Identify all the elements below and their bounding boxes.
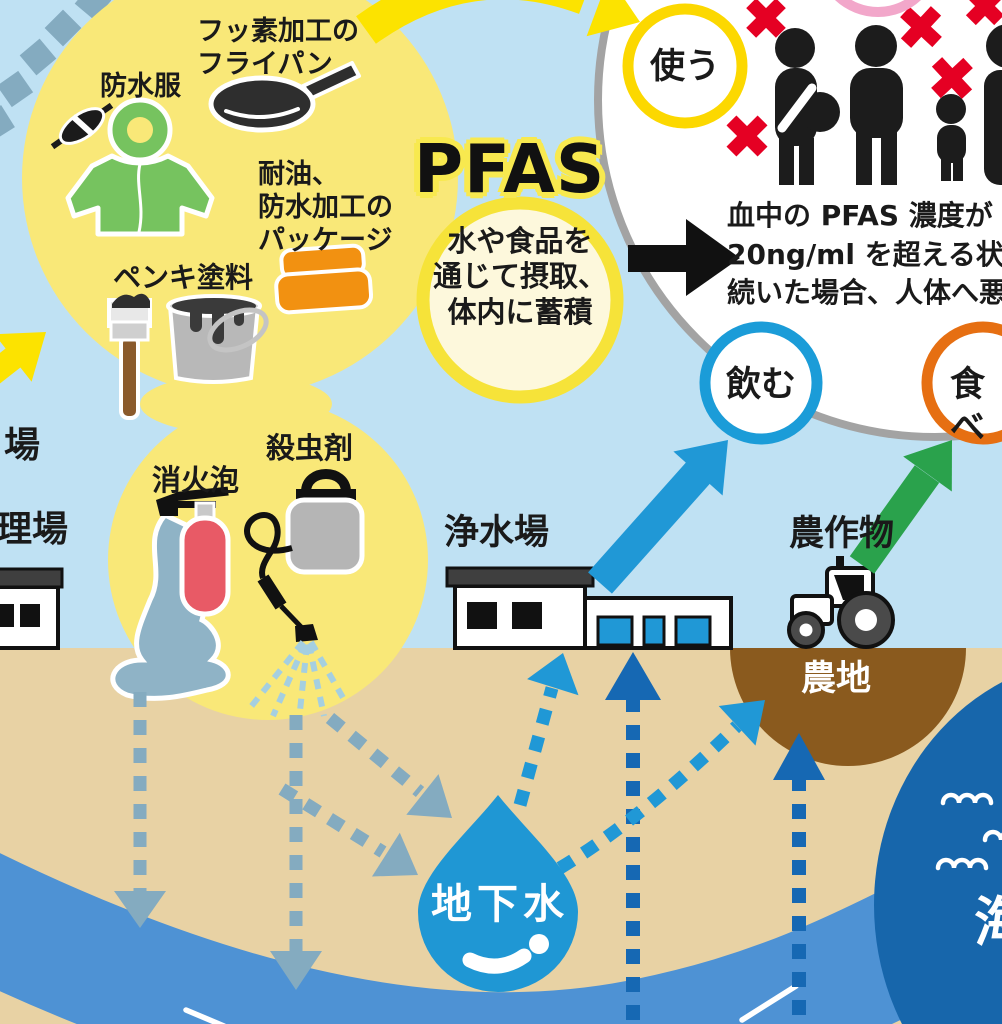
raincoat-icon (65, 97, 215, 237)
frying-pan-icon (208, 61, 361, 133)
yellow-arrow-left (0, 332, 46, 384)
label-package: 耐油、 防水加工の パッケージ (258, 159, 393, 256)
label-sea: 海 (974, 891, 1002, 954)
paint-bucket-icon (166, 294, 269, 384)
people-icons (775, 24, 1002, 185)
label-use: 使う (649, 47, 720, 87)
label-insecticide: 殺虫剤 (266, 431, 354, 465)
green-arrow (849, 440, 952, 574)
treatment-plant-icon (0, 567, 64, 650)
foam-blob (110, 511, 231, 701)
partial-person-icon (984, 24, 1002, 185)
label-eat: 食べ (950, 365, 986, 448)
label-drink: 飲む (725, 365, 796, 405)
label-water-plant: 浄水場 (444, 513, 550, 553)
umbrella-icon (50, 102, 114, 150)
yellow-arrow-top (356, 0, 640, 44)
label-raincoat: 防水服 (100, 71, 181, 102)
label-paint: ペンキ塗料 (113, 261, 254, 294)
label-treatment-partial: 理場 (0, 509, 69, 550)
man-icon (850, 25, 903, 185)
label-fire-foam: 消火泡 (152, 463, 240, 497)
farmland-semicircle (730, 648, 966, 766)
seepage-arrows (114, 692, 452, 990)
uptake-arrows (513, 652, 825, 1020)
pink-circle (834, 0, 922, 17)
sea (874, 682, 1002, 1024)
eat-circle (921, 321, 1002, 445)
package-icon (274, 243, 374, 315)
use-circle (622, 3, 748, 129)
pregnant-woman-icon (775, 28, 840, 185)
label-crops: 農作物 (789, 514, 895, 554)
paint-brush-icon (107, 293, 152, 420)
groundwater-drop (418, 795, 578, 992)
label-groundwater: 地下水 (431, 880, 569, 928)
label-frying-pan: フッ素加工の フライパン (197, 16, 359, 80)
drink-circle (699, 321, 823, 445)
label-factory-partial: 場 (4, 425, 41, 466)
health-note: 血中の PFAS 濃度が 20ng/ml を超える状 続いた場合、人体へ悪 (727, 199, 1002, 310)
child-icon (936, 94, 966, 181)
river-highlights (183, 983, 799, 1024)
blue-arrow (588, 440, 728, 594)
fire-extinguisher-icon (156, 486, 231, 617)
label-farmland: 農地 (801, 659, 872, 699)
red-x-marks (726, 0, 1002, 157)
black-arrow (628, 219, 740, 296)
sea-waves (935, 792, 1002, 871)
water-plant-icon (445, 566, 733, 650)
intake-note: 水や食品を 通じて摂取、 体内に蓄積 (432, 224, 607, 329)
tractor-icon (787, 556, 895, 649)
insecticide-sprayer-icon (244, 469, 365, 721)
intake-note-circle (416, 196, 624, 404)
pfas-title: PFAS (414, 130, 606, 208)
